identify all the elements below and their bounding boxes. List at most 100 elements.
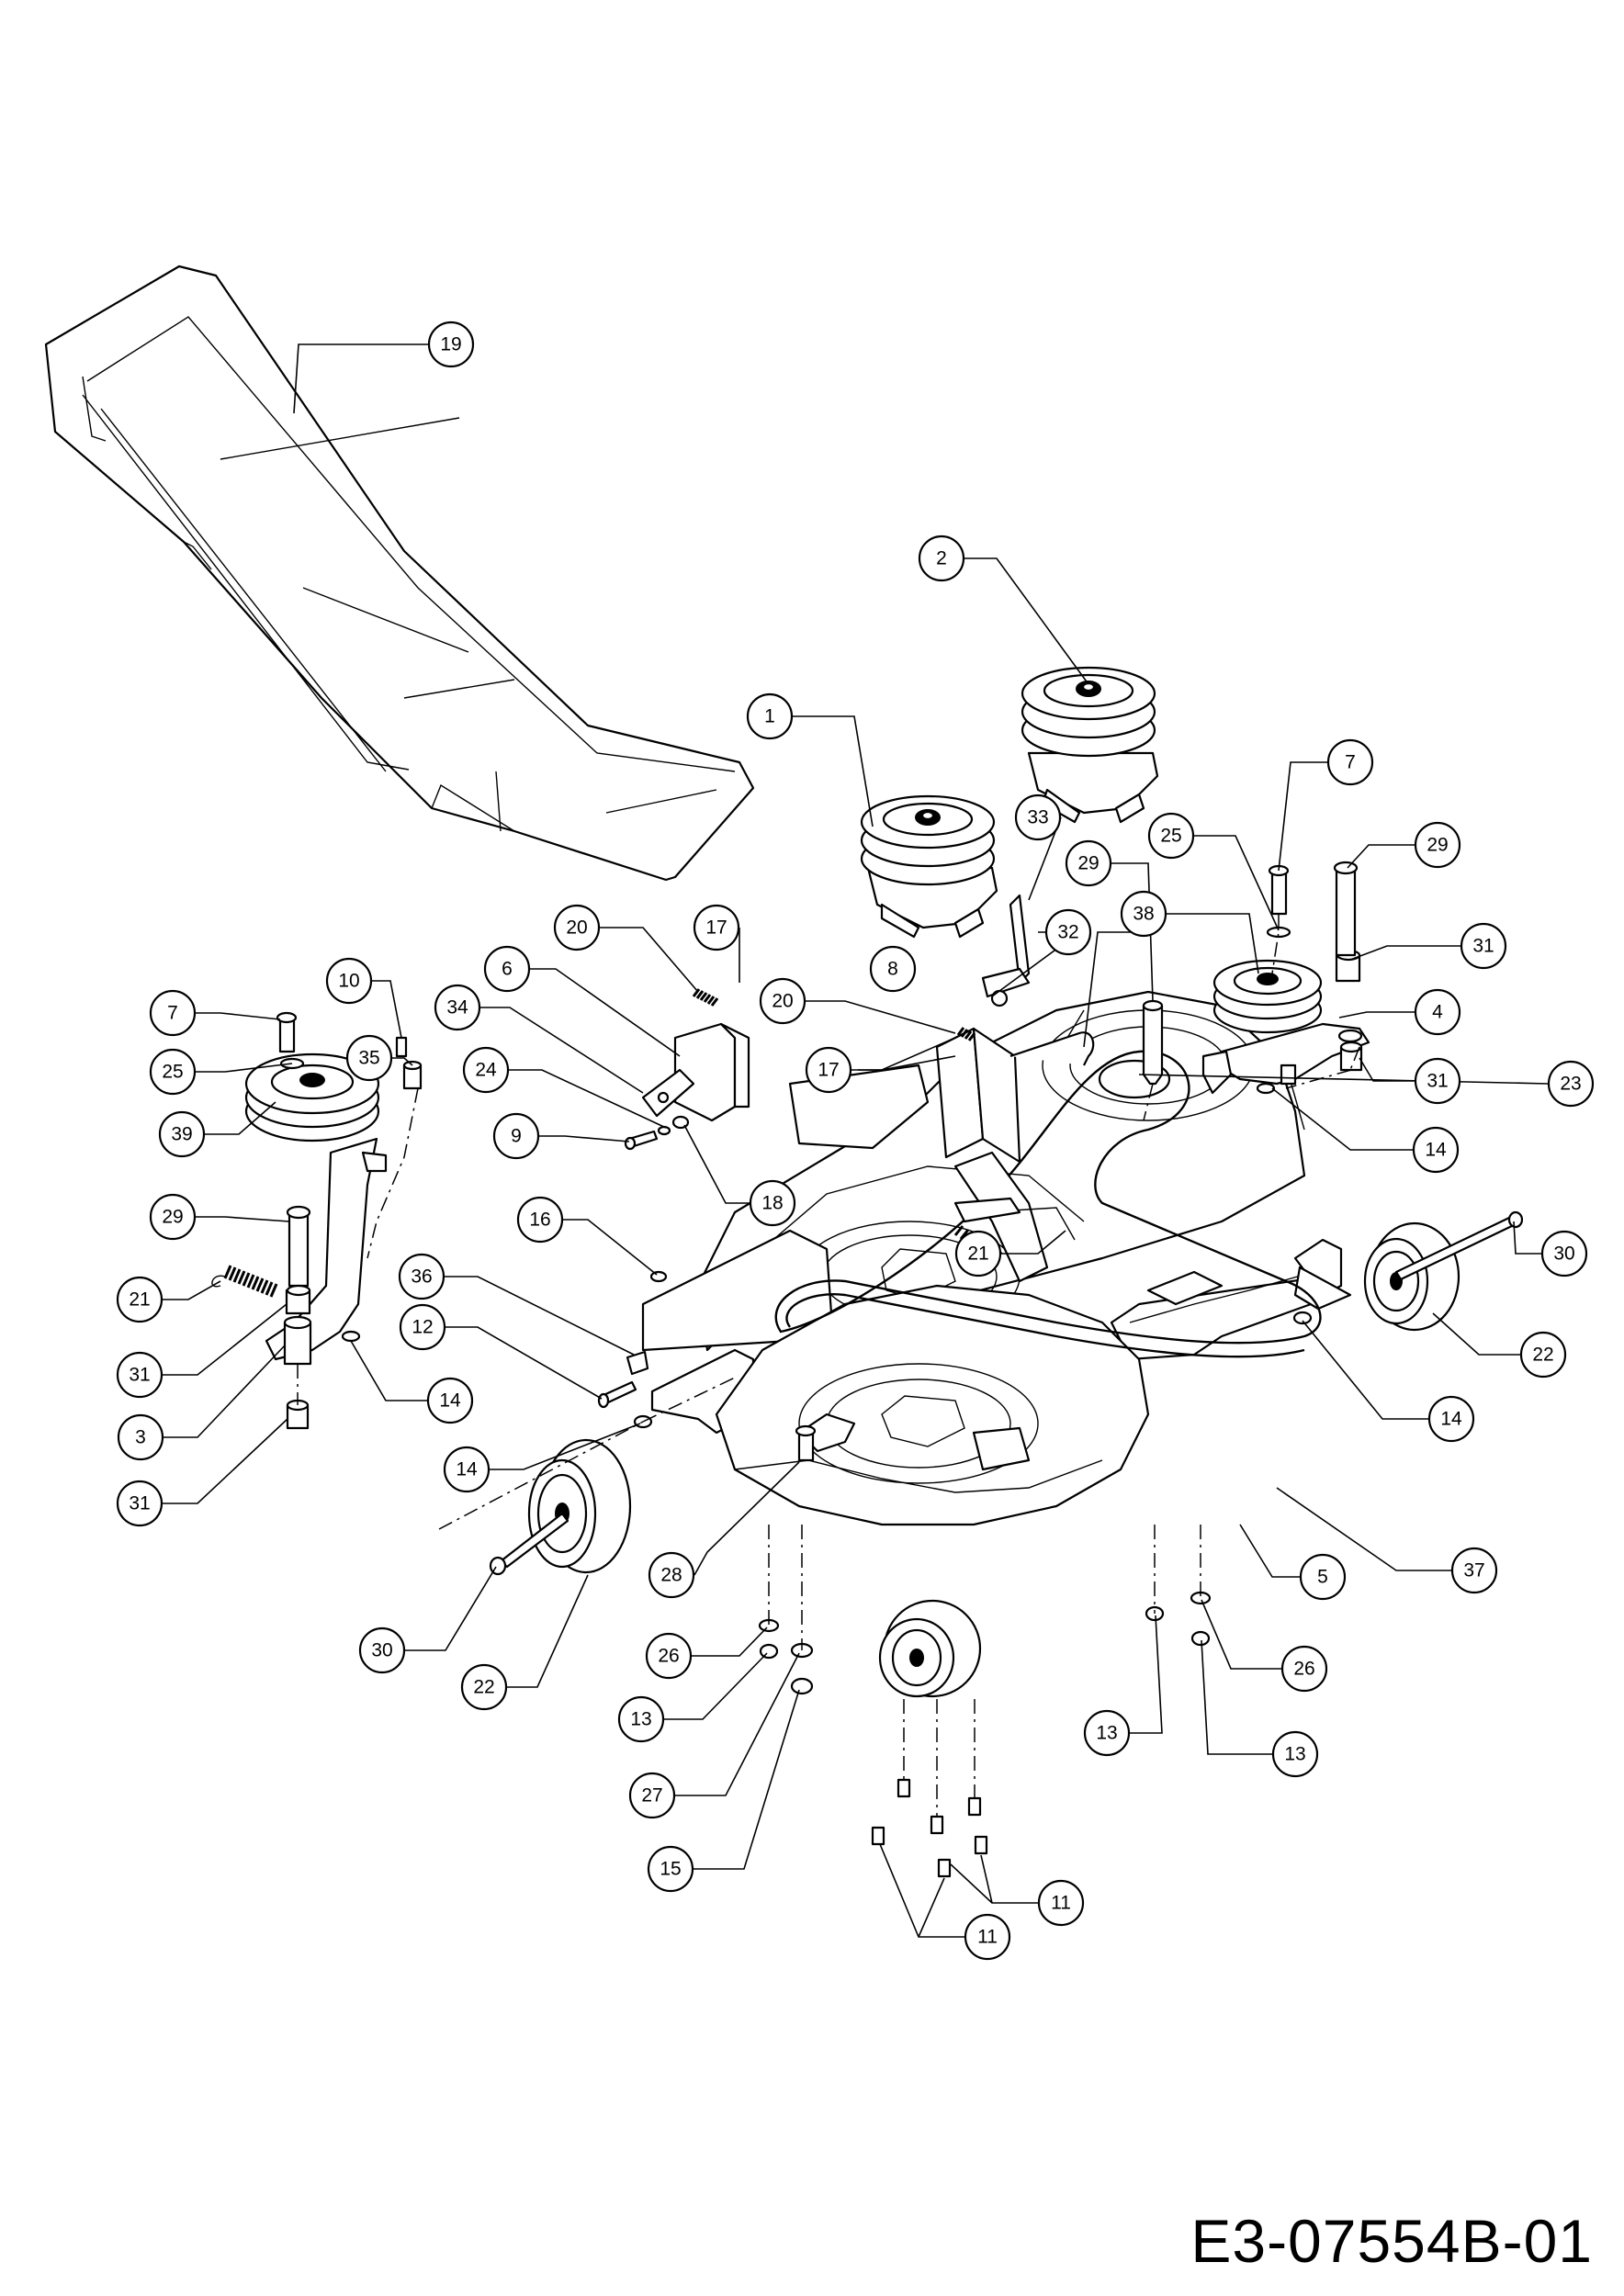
callout-7-left: 7 bbox=[149, 989, 197, 1037]
bushing-31-lower-right bbox=[1339, 1041, 1363, 1072]
callout-39: 39 bbox=[158, 1110, 206, 1158]
callout-29-center: 29 bbox=[1065, 839, 1112, 887]
idler-bracket-frame bbox=[935, 1027, 1076, 1283]
callout-33: 33 bbox=[1014, 793, 1062, 841]
callout-24: 24 bbox=[462, 1046, 510, 1094]
callout-9: 9 bbox=[492, 1112, 540, 1160]
nut-15 bbox=[790, 1677, 814, 1695]
callout-31-upper-left: 31 bbox=[116, 1351, 164, 1399]
svg-text:13: 13 bbox=[1284, 1744, 1305, 1765]
bolts-11 bbox=[871, 1778, 988, 1878]
callout-30-right: 30 bbox=[1540, 1230, 1588, 1277]
callout-22-right: 22 bbox=[1519, 1331, 1567, 1379]
grease-fitting-28 bbox=[795, 1424, 817, 1462]
callout-25-left: 25 bbox=[149, 1048, 197, 1096]
svg-text:17: 17 bbox=[705, 917, 727, 939]
callout-6: 6 bbox=[483, 945, 531, 993]
svg-text:22: 22 bbox=[1532, 1345, 1553, 1366]
callout-5: 5 bbox=[1299, 1553, 1347, 1601]
svg-text:26: 26 bbox=[1293, 1659, 1314, 1680]
nut-13-left bbox=[759, 1643, 779, 1660]
callout-31-lower-right: 31 bbox=[1414, 1057, 1461, 1105]
callout-36: 36 bbox=[398, 1253, 445, 1300]
svg-text:13: 13 bbox=[630, 1709, 651, 1730]
callout-8: 8 bbox=[869, 945, 917, 993]
svg-text:14: 14 bbox=[1440, 1409, 1462, 1430]
svg-text:31: 31 bbox=[129, 1365, 150, 1386]
callout-28: 28 bbox=[648, 1551, 695, 1599]
svg-text:31: 31 bbox=[1472, 936, 1494, 957]
callout-30-left: 30 bbox=[358, 1626, 406, 1674]
svg-text:28: 28 bbox=[660, 1565, 682, 1586]
callout-29-left: 29 bbox=[149, 1193, 197, 1241]
svg-text:16: 16 bbox=[529, 1210, 550, 1231]
svg-text:4: 4 bbox=[1432, 1002, 1443, 1023]
rod-32 bbox=[1009, 1031, 1095, 1066]
svg-text:30: 30 bbox=[371, 1640, 392, 1661]
callout-23: 23 bbox=[1547, 1060, 1595, 1108]
mower-deck-front-shell bbox=[715, 1284, 1150, 1526]
svg-text:21: 21 bbox=[967, 1244, 988, 1265]
callout-37: 37 bbox=[1450, 1547, 1498, 1594]
assembly-lines bbox=[297, 914, 1360, 1817]
nut-13-right-lower bbox=[1190, 1630, 1211, 1647]
bracket-33 bbox=[981, 894, 1031, 1007]
callouts: 1 2 3 4 5 6 7 7 8 9 10 11 11 12 13 13 13… bbox=[116, 321, 1595, 1961]
callout-27: 27 bbox=[628, 1772, 676, 1819]
callout-4: 4 bbox=[1414, 988, 1461, 1036]
spring-21-left bbox=[211, 1265, 278, 1298]
svg-text:23: 23 bbox=[1560, 1074, 1581, 1095]
svg-text:20: 20 bbox=[772, 991, 793, 1012]
callout-19: 19 bbox=[427, 321, 475, 368]
svg-text:39: 39 bbox=[171, 1124, 192, 1145]
callout-13-right-lower: 13 bbox=[1271, 1730, 1319, 1778]
svg-text:13: 13 bbox=[1096, 1723, 1117, 1744]
callout-12: 12 bbox=[399, 1303, 446, 1351]
callout-20-upper: 20 bbox=[553, 904, 601, 951]
leader-lines bbox=[163, 343, 1549, 1938]
svg-text:20: 20 bbox=[566, 917, 587, 939]
svg-text:10: 10 bbox=[338, 971, 359, 992]
svg-text:11: 11 bbox=[977, 1927, 998, 1948]
callout-26-right: 26 bbox=[1280, 1645, 1328, 1693]
svg-text:25: 25 bbox=[162, 1062, 183, 1083]
svg-text:7: 7 bbox=[1345, 752, 1356, 773]
nut-18 bbox=[671, 1115, 690, 1130]
spindle-assembly-right bbox=[1021, 666, 1159, 824]
svg-text:31: 31 bbox=[1427, 1071, 1448, 1092]
svg-text:12: 12 bbox=[412, 1317, 433, 1338]
svg-text:22: 22 bbox=[473, 1677, 494, 1698]
svg-text:27: 27 bbox=[641, 1785, 662, 1806]
idler-pulley-right bbox=[1212, 959, 1323, 1034]
callout-32: 32 bbox=[1044, 908, 1092, 956]
callout-29-right: 29 bbox=[1414, 821, 1461, 869]
callout-7-right: 7 bbox=[1326, 738, 1374, 786]
svg-text:25: 25 bbox=[1160, 826, 1181, 847]
nut-14-left bbox=[341, 1330, 361, 1343]
callout-11-right: 11 bbox=[1037, 1879, 1085, 1927]
gauge-wheel-center bbox=[878, 1599, 982, 1698]
svg-text:7: 7 bbox=[167, 1003, 178, 1024]
drawing-number: E3-07554B-01 bbox=[1190, 2207, 1593, 2275]
svg-text:37: 37 bbox=[1463, 1560, 1484, 1581]
svg-text:30: 30 bbox=[1553, 1244, 1574, 1265]
gauge-wheel-right bbox=[1363, 1221, 1460, 1332]
callout-13-right-upper: 13 bbox=[1083, 1709, 1131, 1757]
svg-text:6: 6 bbox=[502, 959, 513, 980]
callout-34: 34 bbox=[434, 984, 481, 1031]
washer-24 bbox=[657, 1125, 671, 1136]
svg-text:5: 5 bbox=[1317, 1567, 1328, 1588]
svg-text:2: 2 bbox=[936, 548, 947, 569]
callout-31-lower-left: 31 bbox=[116, 1480, 164, 1527]
bushing-31-upper-left bbox=[285, 1284, 311, 1315]
callout-14-upper-right: 14 bbox=[1412, 1126, 1460, 1174]
pin-29-center bbox=[1142, 999, 1164, 1086]
svg-text:1: 1 bbox=[764, 706, 775, 727]
callout-14-left: 14 bbox=[426, 1377, 474, 1424]
callout-26-left: 26 bbox=[645, 1632, 693, 1680]
svg-text:9: 9 bbox=[511, 1126, 522, 1147]
callout-38: 38 bbox=[1120, 890, 1167, 938]
callout-16: 16 bbox=[516, 1196, 564, 1244]
svg-text:15: 15 bbox=[660, 1859, 681, 1880]
callout-3: 3 bbox=[117, 1413, 164, 1461]
